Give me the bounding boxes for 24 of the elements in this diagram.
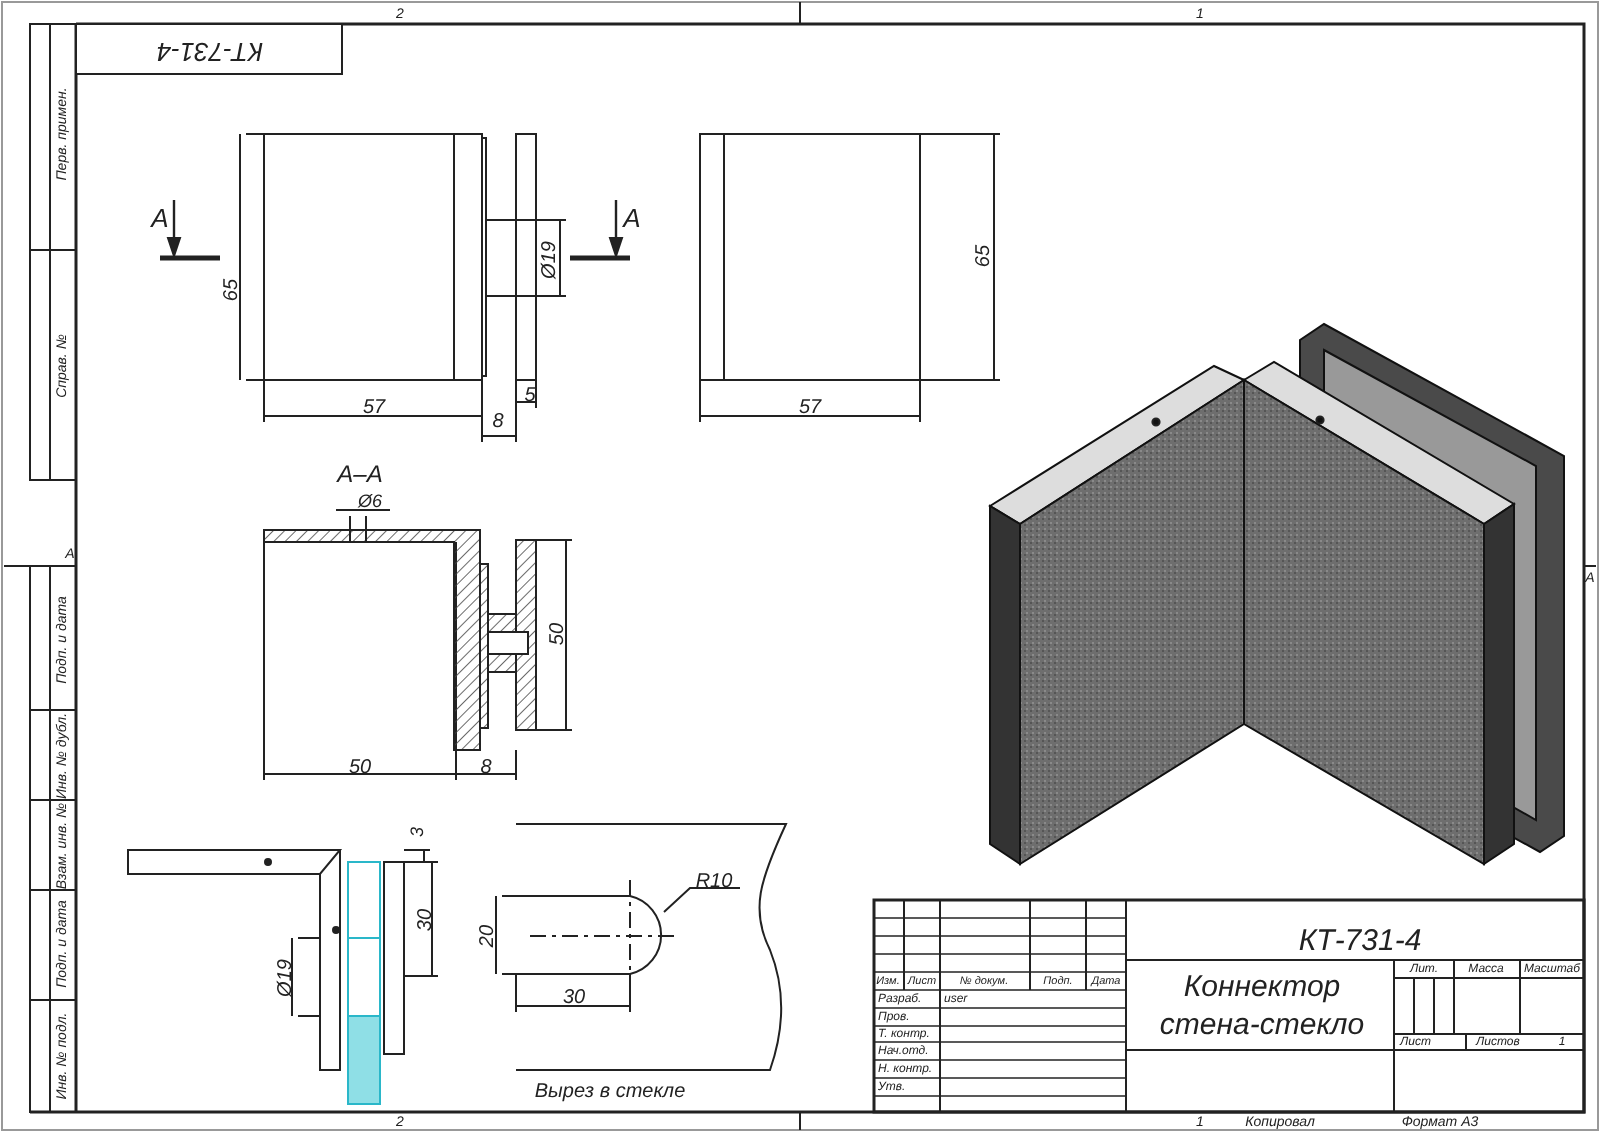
section-letter: A bbox=[151, 202, 169, 233]
dimension-value: R10 bbox=[695, 871, 733, 894]
dimension-value: 8 bbox=[492, 411, 504, 434]
dimension-value: 30 bbox=[562, 987, 586, 1010]
dimension-value: 50 bbox=[547, 622, 570, 646]
view-caption: Вырез в стекле bbox=[534, 1081, 686, 1104]
dimension-value: Ø19 bbox=[275, 959, 298, 997]
dimension-value: 65 bbox=[973, 244, 996, 268]
part-name: Коннектор стена-стекло bbox=[1157, 968, 1367, 1044]
drawing-number: КТ-731-4 bbox=[1298, 923, 1422, 958]
dimension-value: 3 bbox=[406, 827, 427, 837]
dimension-value: Ø6 bbox=[358, 490, 382, 511]
dimension-value: 20 bbox=[477, 924, 500, 948]
section-title: A–A bbox=[337, 460, 383, 489]
section-letter: A bbox=[623, 202, 641, 233]
dimension-value: 50 bbox=[348, 757, 372, 780]
dimension-value: 57 bbox=[362, 397, 386, 420]
dimension-value: 65 bbox=[221, 278, 244, 302]
dimension-value: 5 bbox=[524, 385, 536, 408]
dimension-value: 8 bbox=[480, 757, 492, 780]
dimension-value: Ø19 bbox=[539, 241, 562, 279]
dimension-value: 30 bbox=[415, 908, 438, 932]
dimension-value: 57 bbox=[798, 397, 822, 420]
drawing-number: КТ-731-4 bbox=[156, 37, 264, 68]
